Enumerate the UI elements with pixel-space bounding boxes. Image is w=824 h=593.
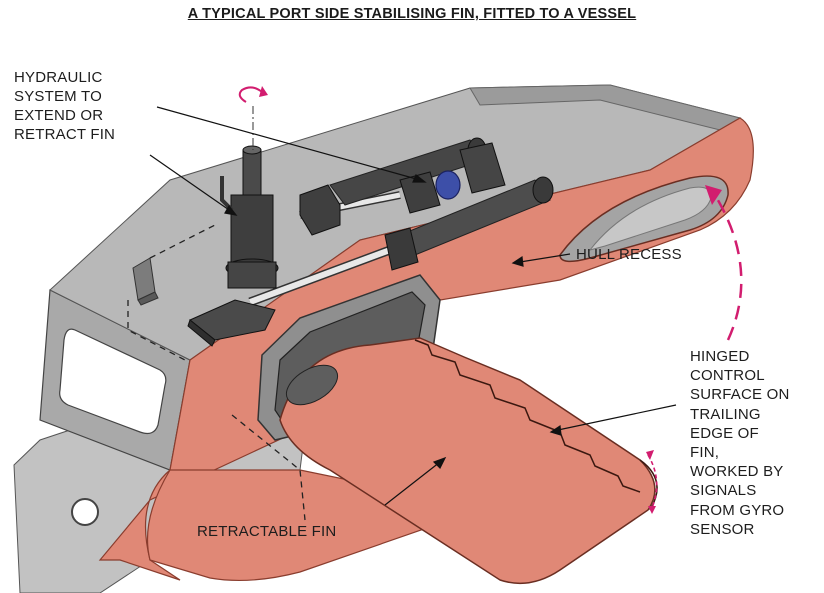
label-hinged-control-surface: HINGED CONTROL SURFACE ON TRAILING EDGE … (690, 347, 790, 539)
label-hinged-line-6: FIN, (690, 444, 720, 462)
vertical-actuator (220, 145, 279, 289)
gyro-signal-arrow (713, 194, 743, 341)
hull-recess-inner (588, 186, 712, 251)
label-hinged-line-10: SENSOR (690, 520, 755, 538)
cylinder-cap-right (459, 142, 506, 194)
cylinder-block-front (384, 227, 419, 271)
leader-lines (149, 106, 677, 506)
retractable-fin (279, 337, 658, 585)
rotation-arrow (238, 86, 263, 103)
label-hydraulic-line-3: EXTEND OR (14, 107, 104, 124)
diagram-title: A TYPICAL PORT SIDE STABILISING FIN, FIT… (187, 6, 637, 22)
label-hull-recess-text: HULL RECESS (576, 246, 682, 263)
label-hydraulic-line-1: HYDRAULIC (14, 69, 103, 86)
label-hydraulic-line-4: RETRACT FIN (14, 126, 116, 143)
label-retractable-fin: RETRACTABLE FIN (197, 522, 336, 541)
label-hydraulic-system: HYDRAULIC SYSTEM TO EXTEND OR RETRACT FI… (14, 68, 115, 144)
label-hinged-line-3: SURFACE ON (690, 386, 790, 404)
label-hinged-line-4: TRAILING (690, 405, 761, 423)
label-hinged-line-5: EDGE OF (690, 424, 759, 442)
label-hinged-line-8: SIGNALS (690, 482, 757, 500)
deck-bracket (132, 257, 159, 306)
cylinder-block-left (299, 184, 341, 236)
fin-body (279, 337, 656, 585)
label-hinged-line-2: CONTROL (690, 367, 765, 385)
label-hinged-line-1: HINGED (690, 348, 750, 365)
label-hinged-line-9: FROM GYRO (690, 501, 785, 519)
label-hull-recess: HULL RECESS (576, 245, 682, 264)
cylinder-block-right (399, 171, 441, 214)
label-hydraulic-line-2: SYSTEM TO (14, 88, 102, 105)
accumulator-blue (435, 170, 461, 200)
hydraulic-machinery (187, 86, 554, 347)
hull-keel-ring (71, 498, 99, 526)
fin-hinge-line (414, 339, 641, 493)
control-surface-arc (647, 454, 658, 509)
hidden-structure-lines (127, 224, 306, 521)
hull-structure (13, 84, 754, 593)
hull-frame-opening (59, 328, 167, 435)
label-retractable-fin-text: RETRACTABLE FIN (197, 523, 337, 540)
fin-root (285, 364, 339, 406)
label-hinged-line-7: WORKED BY (690, 463, 784, 481)
